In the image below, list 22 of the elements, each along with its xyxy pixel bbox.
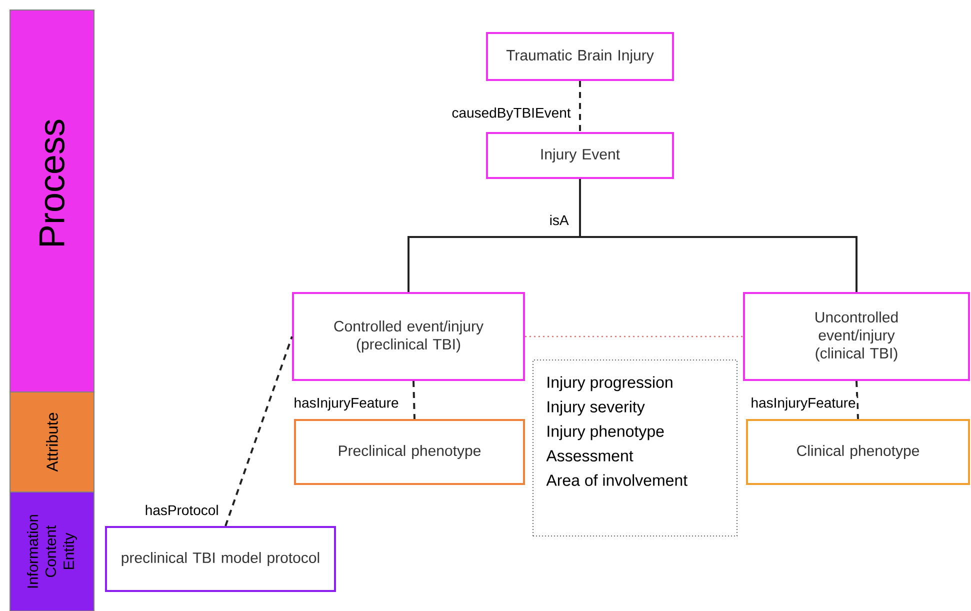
edge-label: hasInjuryFeature <box>292 396 400 412</box>
category-band: Information Content Entity <box>10 492 94 611</box>
category-band: Attribute <box>10 392 94 492</box>
concept-box: Traumatic Brain Injury <box>486 32 674 81</box>
connector-line <box>579 81 581 132</box>
concept-box: Clinical phenotype <box>746 419 970 485</box>
feature-list-box: Injury progression Injury severity Injury phenotype Assessment Area of involvement <box>532 360 738 536</box>
edge-label: isA <box>548 214 570 226</box>
edge-label: causedByTBIEvent <box>450 106 572 122</box>
connector-line <box>224 336 293 526</box>
connector-line <box>856 380 859 420</box>
concept-box: Preclinical phenotype <box>294 419 525 485</box>
concept-box: Injury Event <box>486 132 674 179</box>
edge-label: hasInjuryFeature <box>750 396 857 412</box>
category-band: Process <box>10 10 94 392</box>
connector-line <box>579 179 858 292</box>
concept-box: Controlled event/injury (preclinical TBI) <box>292 292 525 381</box>
edge-label: hasProtocol <box>144 504 220 516</box>
connector-line <box>412 380 416 420</box>
concept-box: Uncontrolled event/injury (clinical TBI) <box>743 292 970 381</box>
connector-line <box>525 336 743 338</box>
concept-box: preclinical TBI model protocol <box>105 526 336 592</box>
